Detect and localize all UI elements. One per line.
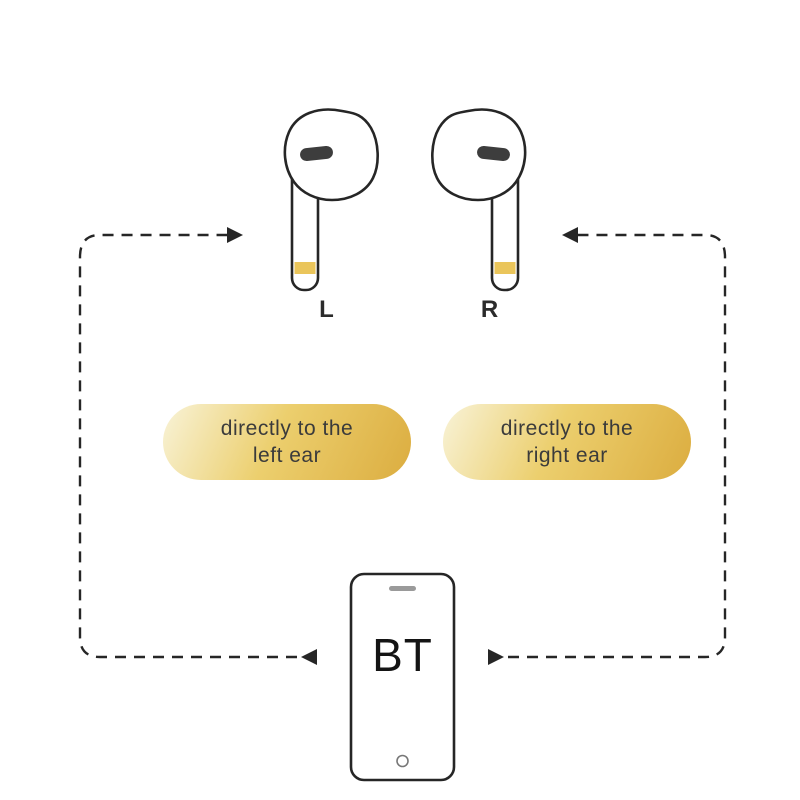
phone-bt-label: BT xyxy=(372,629,433,681)
left-earbud-gold-band xyxy=(294,262,316,274)
right-earbud-illustration xyxy=(431,108,527,292)
phone-speaker-icon xyxy=(389,586,416,591)
right-ear-caption-pill: directly to the right ear xyxy=(443,404,691,480)
left-earbud-grille-icon xyxy=(300,145,333,162)
left-ear-caption-pill: directly to the left ear xyxy=(163,404,411,480)
right-ear-caption-line2: right ear xyxy=(526,444,608,467)
right-connector-dashed-path xyxy=(508,233,727,659)
arrow-left-icon xyxy=(562,227,578,243)
phone-illustration xyxy=(349,572,456,782)
right-ear-caption-line1: directly to the xyxy=(500,417,634,440)
left-ear-caption-line2: left ear xyxy=(252,444,322,467)
phone-body xyxy=(349,572,456,782)
arrow-left-icon xyxy=(301,649,317,665)
phone-home-button-icon xyxy=(396,754,409,768)
left-earbud-illustration xyxy=(283,108,379,292)
left-ear-caption-line1: directly to the xyxy=(220,417,354,440)
arrow-right-icon xyxy=(227,227,243,243)
left-connector-dashed-path xyxy=(78,233,297,659)
left-earbud-label: L xyxy=(319,296,335,323)
arrow-right-icon xyxy=(488,649,504,665)
right-earbud-label: R xyxy=(480,296,500,323)
